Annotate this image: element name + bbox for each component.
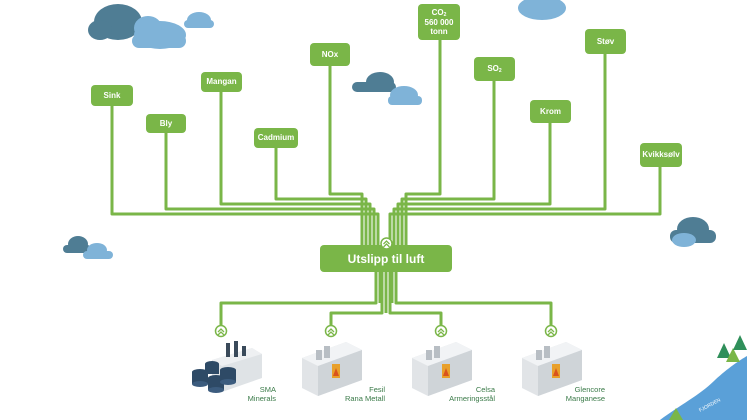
cloud-icon — [88, 4, 186, 49]
double-chevron-up-icon — [434, 324, 448, 338]
cloud-icon — [352, 72, 422, 105]
cloud-icon — [63, 236, 113, 259]
double-chevron-up-icon — [380, 237, 393, 250]
pollutant-kvikksolv: Kvikksølv — [640, 143, 682, 167]
facility-label-fesil: Fesil Rana Metall — [344, 385, 385, 404]
factory-icon — [522, 342, 582, 396]
pollutant-stov: Støv — [585, 29, 626, 54]
double-chevron-up-icon — [544, 324, 558, 338]
tree-icon — [669, 335, 747, 420]
pollutant-sink: Sink — [91, 85, 133, 106]
pollutant-co2: CO2 560 000 tonn — [418, 4, 460, 40]
fjord-water: FJORDEN — [660, 356, 747, 420]
central-emissions-box: Utslipp til luft — [320, 245, 452, 272]
pollutant-mangan: Mangan — [201, 72, 242, 92]
pollutant-nox: NOx — [310, 43, 350, 66]
cloud-icon — [518, 0, 566, 20]
pollutant-bly: Bly — [146, 114, 186, 133]
double-chevron-up-icon — [324, 324, 338, 338]
cloud-icon — [184, 12, 214, 28]
pollutant-krom: Krom — [530, 100, 571, 123]
factory-icon — [192, 341, 262, 393]
facility-label-sma: SMA Minerals — [247, 385, 276, 404]
facility-connector-lines — [219, 272, 553, 330]
double-chevron-up-icon — [214, 324, 228, 338]
factory-icon — [412, 342, 472, 396]
pollutant-so2: SO2 — [474, 57, 515, 81]
facility-label-glencore: Glencore Manganese — [565, 385, 605, 404]
factory-icon — [302, 342, 362, 396]
pollutant-cadmium: Cadmium — [254, 128, 298, 148]
facility-label-celsa: Celsa Armeringsstål — [449, 385, 495, 404]
cloud-icon — [670, 217, 716, 247]
connector-lines — [110, 39, 662, 245]
